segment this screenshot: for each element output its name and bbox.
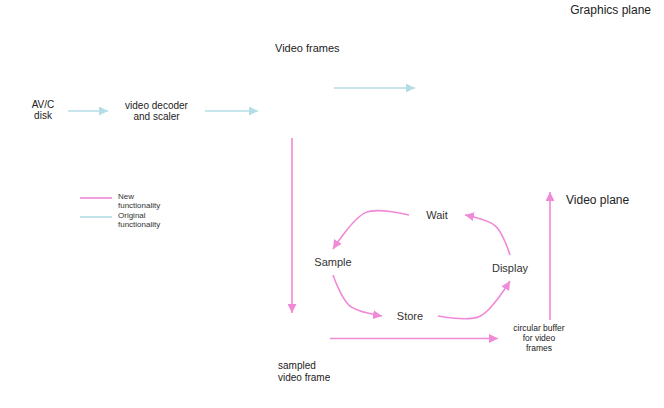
sample-box: sampled video frame <box>278 313 330 357</box>
person-face <box>530 133 546 149</box>
person-hair <box>530 134 546 140</box>
flow-arrow <box>334 87 415 89</box>
cycle-arrow <box>333 211 409 249</box>
legend-line-sample <box>80 212 114 222</box>
state-ellipse: Store <box>382 304 438 328</box>
box-label: circular buffer for video frames <box>512 324 566 353</box>
thumbnail-frame <box>466 110 502 138</box>
legend-item: New functionality <box>80 193 180 212</box>
frame-row <box>462 38 636 146</box>
ellipse-fill <box>304 250 362 274</box>
video-frame <box>283 63 334 102</box>
box-fill <box>278 313 330 357</box>
label-holder: Graphics plane <box>570 4 651 18</box>
label-holder: sampled video frame <box>278 360 338 383</box>
node-label: Video plane <box>566 194 629 208</box>
node-label: Video frames <box>275 42 340 55</box>
ellipse-fill <box>383 305 437 327</box>
ellipse-fill <box>482 256 539 280</box>
plane-border <box>455 22 655 192</box>
thumbnail-frame <box>567 48 587 62</box>
state-ellipse: Wait <box>409 203 465 227</box>
state-label: Display <box>492 262 528 275</box>
legend-line <box>80 216 112 218</box>
state-label: Sample <box>314 256 351 269</box>
graphics-plane: Graphics plane <box>455 22 655 192</box>
frame-stack-shape <box>258 62 334 138</box>
progress-bar <box>535 28 635 31</box>
flow-arrow <box>68 110 108 112</box>
graphics-screen <box>455 22 655 192</box>
flow-arrow <box>205 110 258 112</box>
thumbnail-frame <box>484 118 520 146</box>
state-label: Store <box>397 310 423 323</box>
cycle-arrow <box>333 275 382 316</box>
thumbnail-frame <box>609 40 623 50</box>
thumbnail-frame <box>478 80 510 104</box>
box-label: AV/C disk <box>23 99 63 122</box>
person-body <box>524 152 552 168</box>
plane-shape <box>415 55 635 238</box>
thumbnail-frame <box>600 41 615 52</box>
thumbnail-frame <box>617 39 630 48</box>
thumbnail-frame <box>554 51 576 66</box>
process-box: video decoder and scaler <box>108 94 205 128</box>
live-frame <box>510 122 566 166</box>
progress-fill <box>535 28 565 31</box>
video-frame <box>275 75 326 114</box>
thumbnail-frame <box>510 66 538 86</box>
state-label: Wait <box>426 209 448 222</box>
box-label: video decoder and scaler <box>120 100 193 123</box>
flow-arrow <box>291 138 293 313</box>
node-label: Graphics plane <box>570 4 651 18</box>
flow-arrow <box>549 192 551 320</box>
thumbnail-frame <box>540 55 564 71</box>
legend-text: Original functionality <box>118 212 170 230</box>
cycle-arrow <box>438 281 510 319</box>
thumbnail-frame <box>462 88 496 114</box>
legend-text: New functionality <box>118 193 170 211</box>
cycle-arrow <box>465 215 510 255</box>
plane-fill <box>415 55 635 238</box>
thumbnail-frame <box>624 38 636 46</box>
state-ellipse: Display <box>481 255 540 281</box>
legend: New functionalityOriginal functionality <box>80 193 180 233</box>
video-frame <box>267 87 318 126</box>
legend-line-sample <box>80 193 114 203</box>
thumbnail-frame <box>579 45 597 58</box>
buffer-box: circular buffer for video frames <box>498 320 580 358</box>
node-label: sampled video frame <box>278 360 338 383</box>
frame-stack: Video frames <box>258 42 336 138</box>
label-holder: Video frames <box>275 42 340 55</box>
video-frame <box>259 99 310 138</box>
thumbnail-frame <box>525 60 551 78</box>
label-holder: Video plane <box>566 194 629 208</box>
thumbnail-frame <box>590 43 606 55</box>
legend-line <box>80 197 112 199</box>
ellipse-fill <box>410 204 464 226</box>
flow-arrow <box>330 338 498 340</box>
thumbnail-frame <box>494 72 524 94</box>
storage-box: AV/C disk <box>18 92 68 128</box>
state-ellipse: Sample <box>303 249 363 275</box>
video-plane: Video plane <box>415 55 635 238</box>
legend-item: Original functionality <box>80 212 180 231</box>
